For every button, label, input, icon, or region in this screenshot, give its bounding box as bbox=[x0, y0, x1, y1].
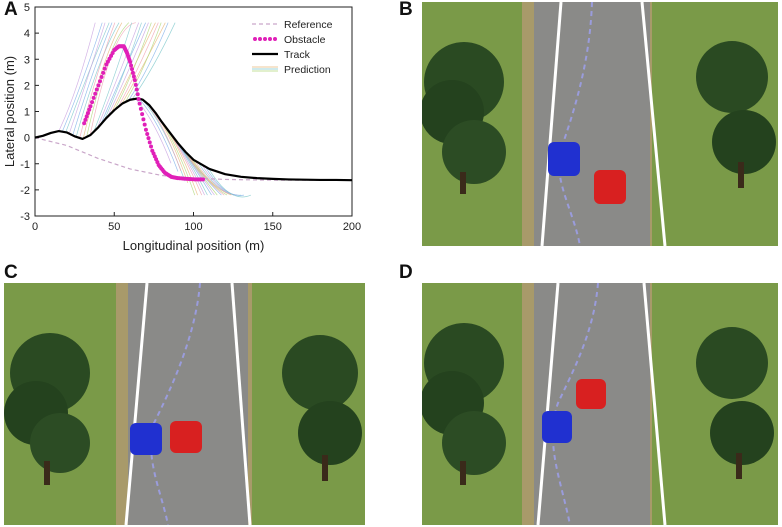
y-tick-label: 1 bbox=[24, 107, 30, 119]
x-tick-label: 150 bbox=[264, 221, 282, 233]
obstacle-point bbox=[99, 75, 104, 80]
x-tick-label: 0 bbox=[32, 221, 38, 233]
y-tick-label: -2 bbox=[20, 185, 30, 197]
obstacle-point bbox=[129, 63, 134, 68]
x-tick-label: 100 bbox=[184, 221, 202, 233]
legend-swatch-obstacle bbox=[268, 37, 272, 41]
legend-swatch-obstacle bbox=[273, 37, 277, 41]
y-tick-label: 0 bbox=[24, 133, 30, 145]
prediction-line bbox=[58, 22, 96, 132]
x-tick-label: 200 bbox=[343, 221, 361, 233]
obstacle-point bbox=[82, 121, 87, 126]
obstacle-point bbox=[84, 114, 89, 119]
legend-swatch-obstacle bbox=[258, 37, 262, 41]
prediction-line bbox=[204, 166, 244, 196]
panel-label-b: B bbox=[399, 0, 413, 20]
prediction-line bbox=[128, 22, 169, 101]
prediction-line bbox=[190, 157, 228, 196]
obstacle-point bbox=[130, 67, 135, 72]
obstacle-point bbox=[132, 78, 137, 83]
prediction-line bbox=[138, 98, 179, 172]
prediction-line bbox=[75, 22, 120, 137]
obstacle-point bbox=[149, 144, 154, 149]
obstacle-point bbox=[97, 79, 102, 84]
obstacle-point bbox=[90, 100, 95, 105]
scene-b bbox=[422, 2, 778, 246]
scene-c bbox=[4, 283, 365, 525]
x-tick-label: 50 bbox=[108, 221, 120, 233]
obstacle-point bbox=[143, 127, 148, 132]
obstacle-point bbox=[134, 87, 139, 92]
obstacle-point bbox=[101, 70, 106, 75]
obstacle-point bbox=[83, 117, 88, 122]
track-line bbox=[34, 97, 353, 182]
legend-label: Prediction bbox=[284, 64, 331, 76]
panel-label-c: C bbox=[4, 262, 18, 283]
obstacle-point bbox=[130, 70, 135, 75]
prediction-line bbox=[124, 22, 162, 103]
obstacle-point bbox=[133, 82, 138, 87]
prediction-line bbox=[121, 22, 166, 105]
prediction-line bbox=[72, 22, 113, 136]
legend-label: Reference bbox=[284, 19, 333, 31]
obstacle-point bbox=[137, 101, 142, 106]
obstacle-point bbox=[91, 95, 96, 100]
obstacle-point bbox=[88, 104, 93, 109]
prediction-line bbox=[61, 22, 103, 132]
prediction-line bbox=[103, 22, 142, 121]
prediction-line bbox=[117, 22, 159, 108]
y-tick-label: -1 bbox=[20, 159, 30, 171]
obstacle-point bbox=[147, 140, 152, 145]
prediction-line bbox=[96, 22, 139, 129]
panel-label-d: D bbox=[399, 262, 413, 283]
obstacle-point bbox=[201, 177, 206, 182]
y-tick-label: 3 bbox=[24, 54, 30, 66]
x-axis-label: Longitudinal position (m) bbox=[123, 238, 265, 253]
y-tick-label: -3 bbox=[20, 211, 30, 223]
obstacle-point bbox=[94, 87, 99, 92]
prediction-line bbox=[100, 22, 146, 125]
obstacle-point bbox=[135, 92, 140, 97]
obstacle-point bbox=[136, 96, 141, 101]
legend-swatch-obstacle bbox=[263, 37, 267, 41]
obstacle-point bbox=[128, 59, 133, 64]
prediction-line bbox=[82, 22, 123, 139]
obstacle-point bbox=[131, 74, 136, 79]
legend-swatch-obstacle bbox=[253, 37, 257, 41]
obstacle-point bbox=[85, 111, 90, 116]
y-tick-label: 5 bbox=[24, 2, 30, 14]
y-tick-label: 2 bbox=[24, 80, 30, 92]
obstacle-point bbox=[96, 83, 101, 88]
y-tick-label: 4 bbox=[24, 28, 30, 40]
prediction-line bbox=[208, 168, 252, 198]
obstacle-point bbox=[93, 91, 98, 96]
obstacle-point bbox=[102, 66, 107, 71]
prediction-line bbox=[68, 22, 106, 134]
obstacle-point bbox=[146, 136, 151, 141]
prediction-line bbox=[107, 22, 149, 117]
obstacle-point bbox=[142, 122, 147, 127]
prediction-line bbox=[65, 22, 110, 133]
legend-label: Obstacle bbox=[284, 34, 326, 46]
obstacle-point bbox=[141, 117, 146, 122]
obstacle-point bbox=[140, 112, 145, 117]
prediction-line bbox=[93, 22, 133, 133]
panel-label-a: A bbox=[4, 0, 18, 20]
legend-label: Track bbox=[284, 49, 311, 61]
obstacle-point bbox=[145, 131, 150, 136]
obstacle-point bbox=[138, 106, 143, 111]
y-axis-label: Lateral position (m) bbox=[2, 56, 17, 167]
obstacle-point bbox=[87, 107, 92, 112]
scene-d bbox=[422, 283, 778, 525]
